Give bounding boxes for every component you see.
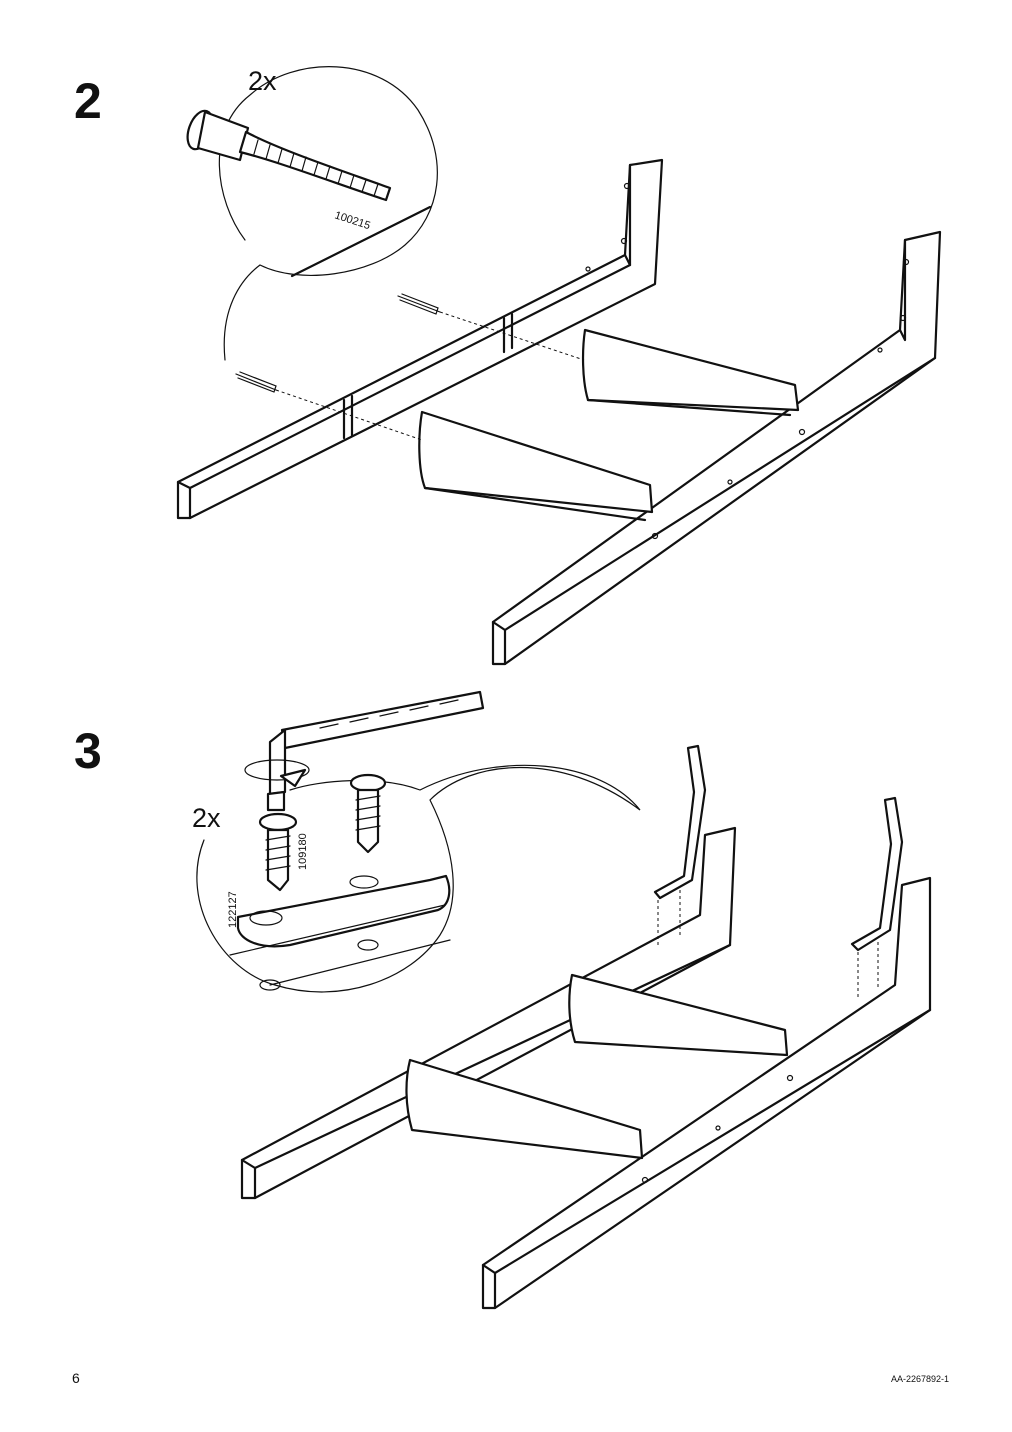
document-id: AA-2267892-1 [890, 1374, 949, 1384]
hinge-bracket-icon [653, 744, 904, 998]
page-number: 6 [72, 1370, 80, 1386]
seat-rails [418, 328, 800, 522]
screw-100215-icon [186, 109, 392, 202]
right-side-rail [481, 876, 932, 1310]
left-side-rail [176, 158, 664, 520]
screw-109180-icon [349, 773, 387, 854]
step-3-quantity: 2x [192, 803, 221, 833]
step-3-detail-callout: 109180 122127 [196, 764, 641, 993]
step-2-screws [235, 293, 585, 441]
part-number-100215: 100215 [333, 209, 372, 232]
seat-rails [405, 973, 789, 1160]
right-side-rail [491, 230, 942, 666]
step-3-illustration: 109180 122127 2x [192, 690, 932, 1310]
step-2-quantity: 2x [248, 66, 277, 96]
step-3-number: 3 [74, 723, 102, 779]
allen-key-icon [244, 690, 485, 812]
step-2-number: 2 [74, 73, 102, 129]
step-2-illustration: 100215 2x [176, 66, 942, 666]
left-side-rail [240, 826, 737, 1200]
screw-122127-icon [258, 812, 298, 892]
part-number-109180: 109180 [297, 833, 309, 870]
step-2-detail-callout: 100215 [186, 66, 438, 361]
part-number-122127: 122127 [227, 891, 239, 928]
